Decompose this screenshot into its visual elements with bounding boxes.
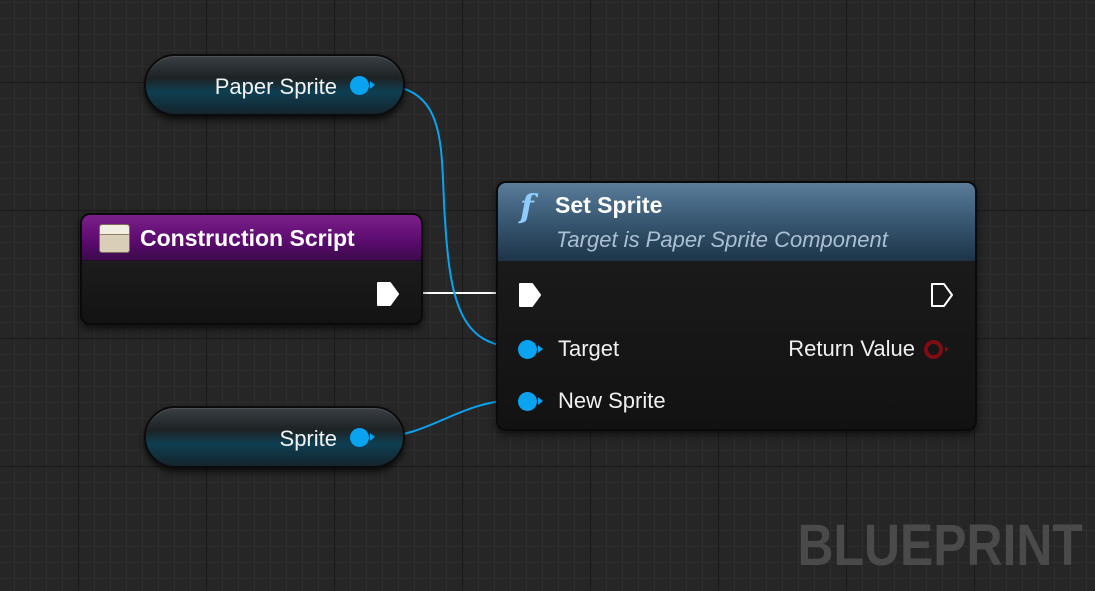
sprite-variable-node[interactable]: Sprite — [144, 406, 405, 468]
target-pin-label: Target — [558, 336, 620, 361]
new-sprite-input-pin[interactable] — [518, 392, 543, 411]
target-input-pin[interactable] — [518, 340, 543, 359]
event-icon — [99, 224, 130, 253]
variable-label: Paper Sprite — [214, 74, 337, 99]
exec-output-pin[interactable] — [376, 281, 400, 307]
exec-output-pin[interactable] — [930, 282, 954, 308]
node-title: Construction Script — [140, 225, 355, 251]
paper-sprite-variable-node[interactable]: Paper Sprite — [144, 54, 405, 116]
node-header: f Set Sprite Target is Paper Sprite Comp… — [498, 183, 975, 261]
construction-script-node[interactable]: Construction Script — [80, 213, 423, 325]
new-sprite-pin-label: New Sprite — [558, 388, 666, 413]
set-sprite-node[interactable]: f Set Sprite Target is Paper Sprite Comp… — [496, 181, 977, 431]
exec-input-pin[interactable] — [518, 282, 542, 308]
return-value-pin-label: Return Value — [788, 336, 915, 361]
paper-sprite-output-pin[interactable] — [350, 76, 375, 95]
blueprint-watermark: BLUEPRINT — [797, 513, 1083, 578]
sprite-output-pin[interactable] — [350, 428, 375, 447]
function-icon: f — [520, 187, 534, 225]
paper-sprite-to-target-wire[interactable] — [377, 84, 519, 348]
node-body: Target Return Value New Sprite — [498, 261, 975, 429]
node-title: Set Sprite — [555, 192, 663, 218]
node-header: Construction Script — [82, 215, 421, 261]
node-subtitle: Target is Paper Sprite Component — [556, 227, 888, 252]
variable-label: Sprite — [279, 426, 337, 451]
node-body — [82, 261, 421, 323]
return-value-output-pin[interactable] — [924, 340, 949, 359]
